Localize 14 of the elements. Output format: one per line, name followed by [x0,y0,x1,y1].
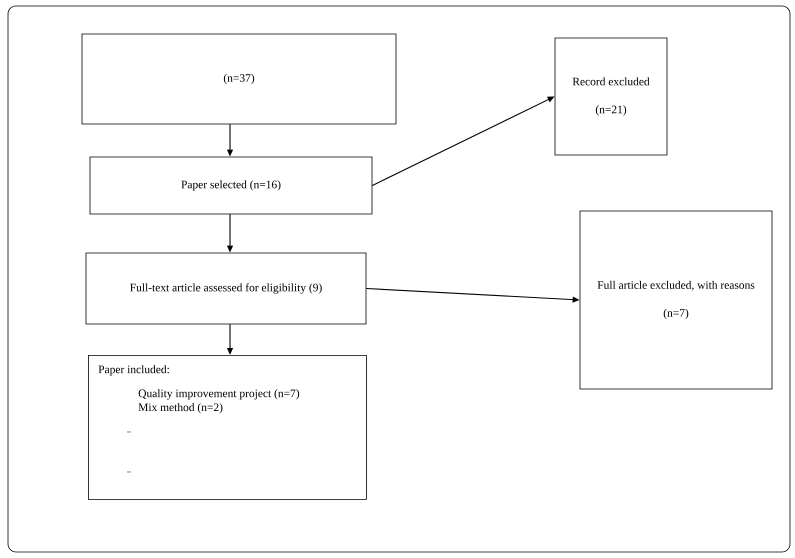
process-box [554,38,668,156]
node-label: Full article excluded, with reasons (n=7) [598,280,754,320]
node-label: Full-text article assessed for eligibility (9) [130,283,322,294]
process-box [86,252,366,324]
process-box [580,210,772,390]
process-box [82,34,396,124]
process-box [90,156,372,214]
node-label: Paper selected (n=16) [181,180,280,191]
process-box [88,355,367,500]
node-label: (n=37) [224,74,254,84]
node-label: Record excluded (n=21) [572,77,650,116]
node-label: Quality improvement project (n=7) [138,389,300,400]
node-label: Paper included: [98,365,169,376]
node-label: Mix method (n=2) [138,403,222,414]
